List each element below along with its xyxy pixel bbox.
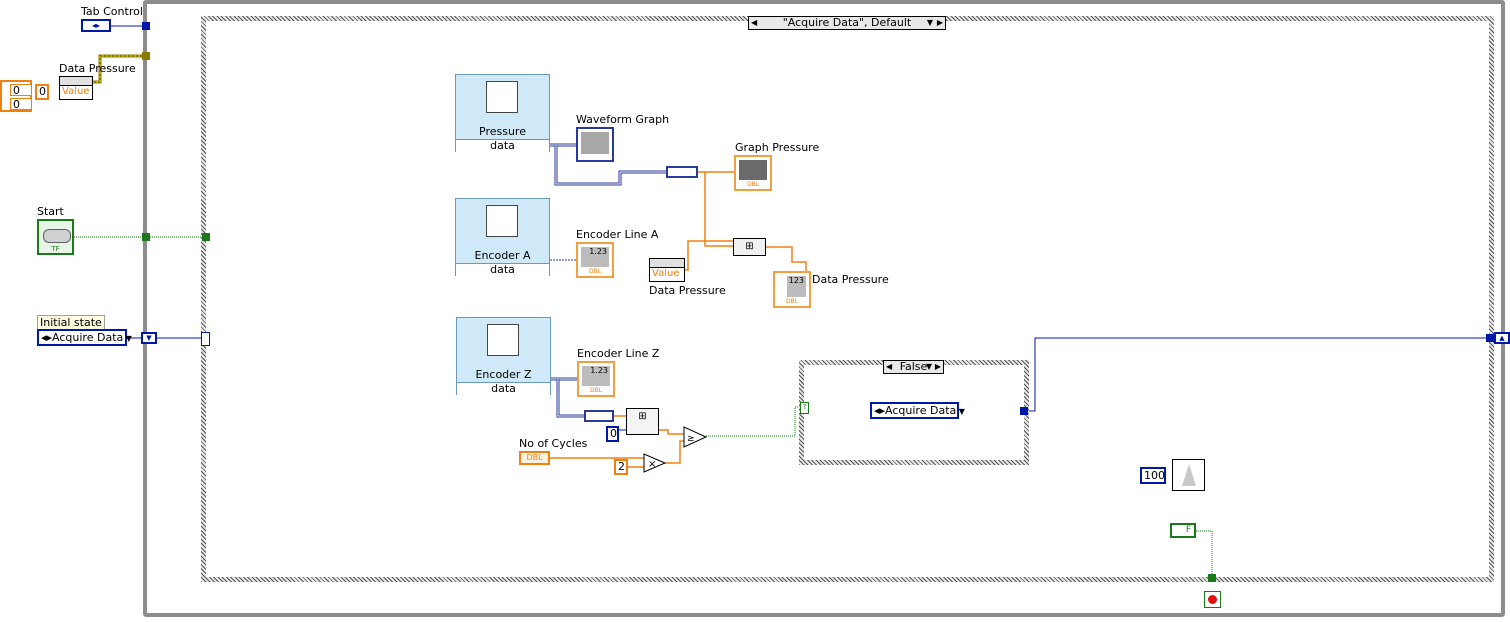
svg-text:≥: ≥ <box>687 434 695 444</box>
case-selector-label: "Acquire Data", Default <box>782 16 912 29</box>
graph-icon <box>739 160 767 180</box>
index-array-node[interactable]: ⊞ <box>626 408 659 435</box>
dbl-tag: DBL <box>746 181 760 188</box>
get-waveform-components-node[interactable] <box>666 166 698 178</box>
tab-control-terminal[interactable]: ◂▸ <box>81 19 111 32</box>
tunnel-start-outer <box>142 233 150 241</box>
daq-icon <box>486 81 518 113</box>
graph-pressure-label: Graph Pressure <box>735 141 820 154</box>
case-selector-inner[interactable]: ◀ False ▼ ▶ <box>883 360 944 374</box>
daq-assistant-pressure[interactable]: Pressure data <box>455 74 550 153</box>
initial-state-label: Initial state <box>37 315 105 330</box>
case-selector-terminal <box>201 332 210 346</box>
dbl-tag: DBL <box>526 453 543 462</box>
shift-register-left[interactable]: ▼ <box>141 332 157 344</box>
numeric-display: 123 <box>787 276 806 297</box>
numeric-display: 1.23 <box>582 366 610 386</box>
while-loop <box>143 0 1505 617</box>
waveform-graph-terminal[interactable] <box>576 127 614 162</box>
shift-register-right[interactable]: ▲ <box>1494 332 1510 344</box>
graph-pressure-terminal[interactable]: DBL <box>734 155 772 191</box>
wait-ms-node[interactable] <box>1172 459 1205 491</box>
increment-arrow-icon[interactable]: ▶ <box>934 362 941 371</box>
daq-assistant-encoder-z[interactable]: Encoder Z data <box>456 317 551 396</box>
multiplier-constant[interactable]: 2 <box>614 459 628 475</box>
dbl-tag: DBL <box>588 268 602 275</box>
encoder-line-a-terminal[interactable]: 1.23 DBL <box>576 242 614 278</box>
property-node[interactable]: Value <box>59 76 93 100</box>
start-boolean-terminal[interactable]: TF <box>37 219 74 255</box>
decrement-arrow-icon[interactable]: ◀ <box>886 362 893 371</box>
array-constant[interactable]: 0 0 <box>0 80 32 112</box>
daq-output[interactable]: data <box>456 263 549 277</box>
boolean-selector-terminal: ? <box>800 402 809 414</box>
tunnel-right-inner <box>1486 334 1494 342</box>
tf-tag: TF <box>51 245 60 253</box>
wait-ms-constant[interactable]: 100 <box>1140 467 1166 484</box>
toggle-switch-icon <box>43 229 71 243</box>
stop-icon <box>1208 595 1217 604</box>
dbl-tag: DBL <box>589 387 603 394</box>
property-node-mid[interactable]: Value <box>649 258 685 282</box>
decrement-arrow-icon[interactable]: ◀ <box>751 18 758 27</box>
metronome-icon <box>1182 464 1196 486</box>
tab-control-label: Tab Control <box>81 5 143 18</box>
dropdown-arrow-icon[interactable]: ▼ <box>956 407 965 416</box>
increment-arrow-icon[interactable]: ▶ <box>936 18 943 27</box>
encoder-line-z-label: Encoder Line Z <box>577 347 660 360</box>
stop-condition-terminal[interactable] <box>1204 591 1221 608</box>
data-pressure-ind-label: Data Pressure <box>812 273 889 286</box>
build-array-node[interactable]: ⊞ <box>733 238 766 256</box>
waveform-graph-label: Waveform Graph <box>576 113 670 126</box>
false-constant[interactable]: F <box>1170 523 1196 538</box>
graph-icon <box>581 132 609 154</box>
no-of-cycles-terminal[interactable]: DBL <box>519 451 550 465</box>
start-label: Start <box>37 205 64 218</box>
numeric-display: 1.23 <box>581 247 609 267</box>
data-pressure-array-terminal[interactable]: 123 DBL <box>773 271 811 308</box>
dropdown-arrow-icon[interactable]: ▼ <box>925 362 932 371</box>
case-selector-label: False <box>899 360 928 373</box>
inner-output-tunnel <box>1020 407 1028 415</box>
daq-name: Encoder Z <box>475 368 532 381</box>
encoder-line-z-terminal[interactable]: 1.23 DBL <box>577 361 615 397</box>
array-element-bottom[interactable]: 0 <box>10 98 32 110</box>
property-value-label: Value <box>62 86 90 97</box>
data-pressure-label-left: Data Pressure <box>59 62 136 75</box>
property-value-label: Value <box>652 268 680 279</box>
daq-name: Pressure <box>479 125 526 138</box>
enum-arrows-icon: ◂▸ <box>874 404 886 417</box>
daq-assistant-encoder-a[interactable]: Encoder A data <box>455 198 550 277</box>
array-element-top[interactable]: 0 <box>10 84 32 96</box>
case-structure-outer <box>201 16 1494 582</box>
dropdown-arrow-icon[interactable]: ▼ <box>123 334 132 343</box>
tunnel-start-inner <box>202 233 210 241</box>
daq-output[interactable]: data <box>456 139 549 153</box>
no-of-cycles-label: No of Cycles <box>519 437 588 450</box>
daq-icon <box>486 205 518 237</box>
daq-icon <box>487 324 519 356</box>
encoder-line-a-label: Encoder Line A <box>576 228 659 241</box>
dropdown-arrow-icon[interactable]: ▼ <box>926 18 933 27</box>
daq-output[interactable]: data <box>457 382 550 396</box>
tunnel-stop <box>1208 574 1216 582</box>
svg-text:×: × <box>648 459 656 470</box>
case-selector-outer[interactable]: ◀ "Acquire Data", Default ▼ ▶ <box>748 16 946 30</box>
data-pressure-label-mid: Data Pressure <box>649 284 726 297</box>
enum-arrows-icon: ◂▸ <box>41 331 53 344</box>
tunnel-tab <box>142 22 150 30</box>
initial-state-enum[interactable]: ◂▸Acquire Data ▼ <box>37 329 132 346</box>
inner-enum-constant[interactable]: ◂▸Acquire Data ▼ <box>870 402 965 419</box>
get-waveform-components-node-z[interactable] <box>584 410 614 422</box>
dbl-tag: DBL <box>785 298 799 305</box>
tunnel-property <box>142 52 150 60</box>
daq-name: Encoder A <box>474 249 531 262</box>
array-index-constant[interactable]: 0 <box>35 84 49 100</box>
index-zero-constant[interactable]: 0 <box>606 426 619 442</box>
